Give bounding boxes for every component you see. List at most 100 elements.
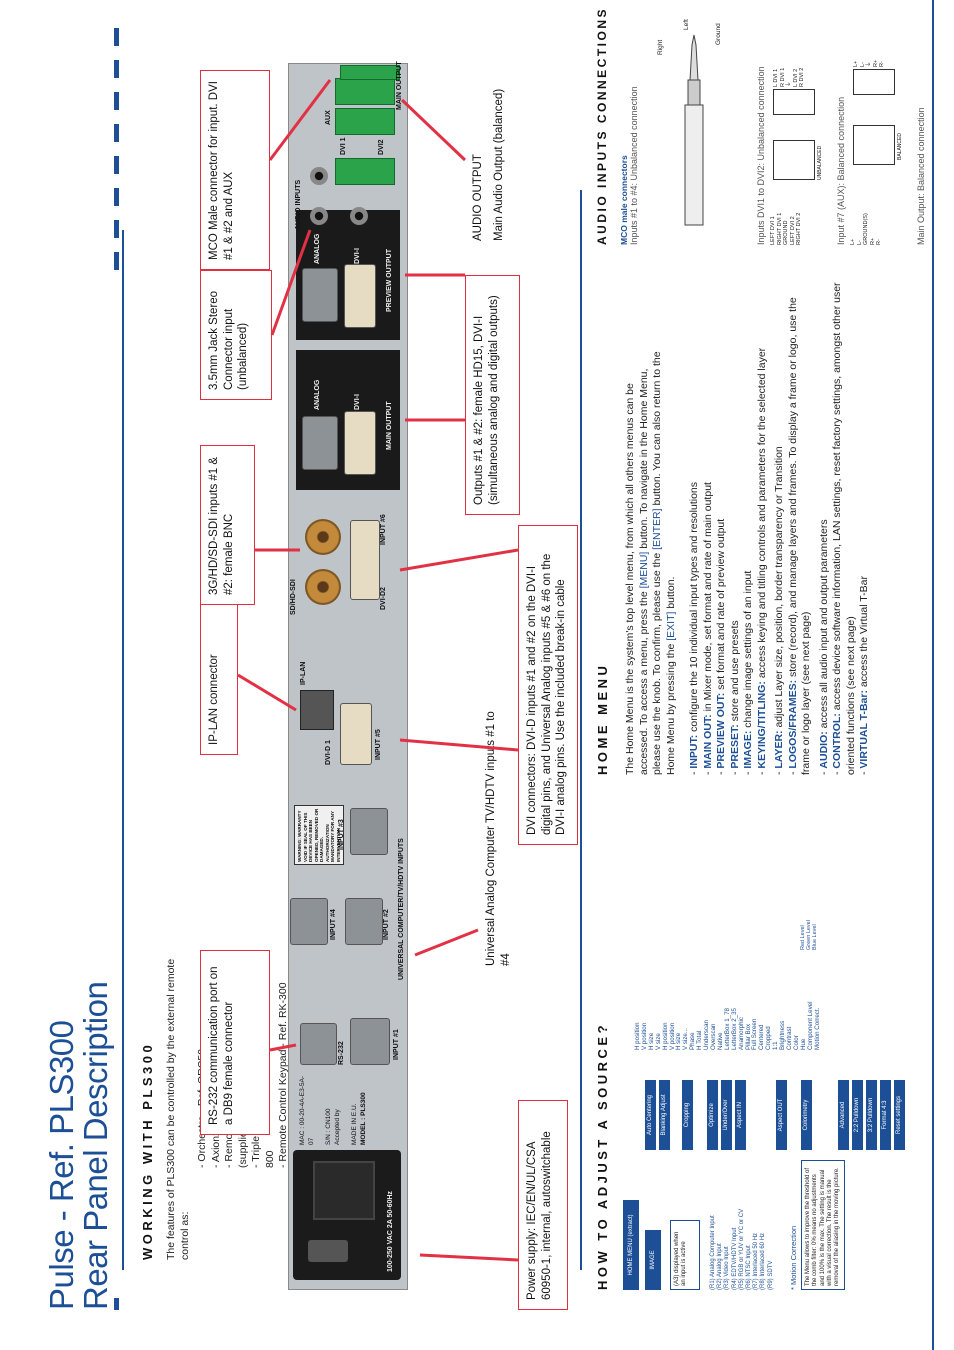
rnote: (R6) NTSC Input xyxy=(746,1245,753,1290)
dvi-wires: LEFT DVI 1 RIGHT DVI 1 GROUND LEFT DVI 2… xyxy=(770,185,803,245)
edge-line xyxy=(932,0,934,1350)
pin-label: L DVI 1 xyxy=(773,68,779,87)
enter-btn-ref: [ENTER] xyxy=(651,508,663,550)
home-item-key: INPUT: xyxy=(688,734,700,769)
right-label: Right xyxy=(657,39,664,55)
exit-btn-ref: [EXIT] xyxy=(664,611,677,641)
home-item-key: AUDIO: xyxy=(817,731,830,769)
home-item-text: configure the 10 individual input types … xyxy=(688,481,700,735)
adjust-button[interactable]: Auto Centering xyxy=(645,1080,656,1150)
adjust-sublist: H position V position H size V size H po… xyxy=(634,940,821,1051)
home-item-key: IMAGE: xyxy=(742,730,754,769)
adjust-button[interactable]: Reset settings xyxy=(894,1080,905,1150)
main-bal-text: Main Output: Balanced connection xyxy=(916,107,926,245)
adjust-heading: HOW TO ADJUST A SOURCE? xyxy=(595,1021,610,1290)
home-item: - LAYER: adjust Layer size, position, bo… xyxy=(773,446,785,775)
sub-item: Contrast xyxy=(785,1026,793,1050)
dvi-pins: L DVI 1 R DVI 1 ⏚ L DVI 2 R DVI 2 xyxy=(773,68,806,87)
aux-bal-text: Input #7 (AUX): Balanced connection xyxy=(836,96,846,245)
aux-pins: L+ L- ⏚ R+ R- xyxy=(853,60,886,67)
home-item: - VIRTUAL T-Bar: access the Virtual T-Ba… xyxy=(858,576,870,775)
home-item-key: CONTROL: xyxy=(831,713,843,769)
plug-body xyxy=(684,104,704,226)
audio-heading: AUDIO INPUTS CONNECTIONS xyxy=(595,6,609,245)
plug-sleeve xyxy=(687,79,701,106)
arrow xyxy=(400,98,467,162)
dvi-terminal xyxy=(773,140,815,180)
home-item: - PRESET: store and use presets xyxy=(728,620,741,775)
rnote: (R9) SDTV xyxy=(767,1260,774,1290)
home-intro: The Home Menu is the system's top level … xyxy=(624,335,678,775)
adjust-button[interactable]: Colorimetry xyxy=(801,1080,812,1150)
pin-label: ⏚ xyxy=(866,61,872,67)
home-item-text: change image settings of an input xyxy=(742,570,754,731)
a3-note: (A3) displayed when an input is active xyxy=(670,1220,700,1290)
sub-item: Motion Correct. xyxy=(813,1007,821,1050)
pin-label: L+ xyxy=(853,60,859,67)
wire-label: GROUND(S) xyxy=(863,213,869,245)
adjust-button[interactable]: Format 4:3 xyxy=(880,1080,891,1150)
adjust-button[interactable]: Cropping xyxy=(682,1080,693,1150)
rnote: (R2) Analog Input xyxy=(717,1243,724,1290)
motion-title: * Motion Correction xyxy=(789,1225,798,1290)
adjust-button[interactable]: Aspect OUT xyxy=(776,1080,787,1150)
rnote: (R4) EDTV/HDTV Input xyxy=(731,1227,738,1290)
home-item-text: access keying and titling controls and p… xyxy=(755,347,768,682)
home-menu-box: HOME MENU (extract) xyxy=(623,1200,639,1290)
home-item-text: access device software information, LAN … xyxy=(831,282,857,775)
home-item: - KEYING/TITLING: access keying and titl… xyxy=(755,347,768,775)
home-item-text: access all audio input and output parame… xyxy=(817,519,830,732)
home-intro-d: button. xyxy=(664,576,677,612)
arrow xyxy=(399,738,519,752)
dvi-unbal-text: Inputs DVI1 to DVI2: Unbalanced connecti… xyxy=(756,66,766,245)
ground-label: Ground xyxy=(715,23,722,45)
arrow xyxy=(419,1253,519,1262)
home-item-key: PRESET: xyxy=(728,724,741,769)
mco-title: MCO male connectors xyxy=(619,155,629,245)
wire-label: RIGHT DVI 2 xyxy=(796,212,802,245)
image-box: IMAGE xyxy=(645,1230,661,1290)
home-item-key: KEYING/TITLING: xyxy=(755,681,768,769)
home-item-key: MAIN OUT: xyxy=(701,714,714,769)
plug-tip xyxy=(689,34,699,81)
adjust-button[interactable]: Advanced xyxy=(838,1080,849,1150)
home-item-key: VIRTUAL T-Bar: xyxy=(858,690,870,769)
balanced-label: BALANCED xyxy=(897,133,903,160)
home-item-text: store and use presets xyxy=(728,620,741,725)
home-items: - INPUT: configure the 10 individual inp… xyxy=(688,275,872,775)
aux-wires: L+ L- GROUND(S) R+ R- xyxy=(850,213,883,245)
pin-label: R- xyxy=(879,61,885,67)
unbalanced-label: UNBALANCED xyxy=(817,145,823,180)
rnote: (R7) Interlaced 50 Hz xyxy=(753,1232,760,1290)
in1to4-text: Inputs #1 to #4: Unbalanced connection xyxy=(629,86,640,245)
adjust-button[interactable]: 2:2 Pulldown xyxy=(852,1080,863,1150)
audio-section: AUDIO INPUTS CONNECTIONS MCO male connec… xyxy=(595,0,945,245)
home-section: HOME MENU The Home Menu is the system's … xyxy=(595,255,872,775)
home-item-key: LOGOS/FRAMES: xyxy=(786,679,799,769)
adjust-button[interactable]: Optimize xyxy=(707,1080,718,1150)
home-item: - AUDIO: access all audio input and outp… xyxy=(817,519,830,775)
home-item: - LOGOS/FRAMES: store (record), and mana… xyxy=(786,297,813,775)
arrow xyxy=(237,673,297,712)
adjust-buttons: Auto Centering Blanking Adjust Cropping … xyxy=(645,1080,908,1150)
arrow xyxy=(268,79,332,161)
aux-pin-block xyxy=(853,69,895,95)
home-item: - IMAGE: change image settings of an inp… xyxy=(742,570,754,775)
arrow xyxy=(269,1043,297,1052)
adjust-button[interactable]: Aspect IN xyxy=(735,1080,746,1150)
motion-text: The Menu allows to improve the threshold… xyxy=(801,1160,846,1290)
home-item-text: set format and rate of preview output xyxy=(715,518,727,693)
adjust-button[interactable]: Blanking Adjust xyxy=(659,1080,670,1150)
adjust-section: HOW TO ADJUST A SOURCE? HOME MENU (extra… xyxy=(595,820,945,1290)
adjust-button[interactable]: 3:2 Pulldown xyxy=(866,1080,877,1150)
arrow xyxy=(399,548,519,572)
home-heading: HOME MENU xyxy=(595,662,610,775)
home-item: - MAIN OUT: in Mixer mode, set format an… xyxy=(701,482,714,775)
adjust-button[interactable]: Under/Over xyxy=(721,1080,732,1150)
sub-item: Color xyxy=(792,1035,800,1050)
jack-plug-drawing xyxy=(684,34,704,226)
left-label: Left xyxy=(683,19,690,30)
levels: Red Level Green Level Blue Level xyxy=(800,890,819,950)
rnote: (R1) Analog Computer Input xyxy=(710,1215,716,1290)
